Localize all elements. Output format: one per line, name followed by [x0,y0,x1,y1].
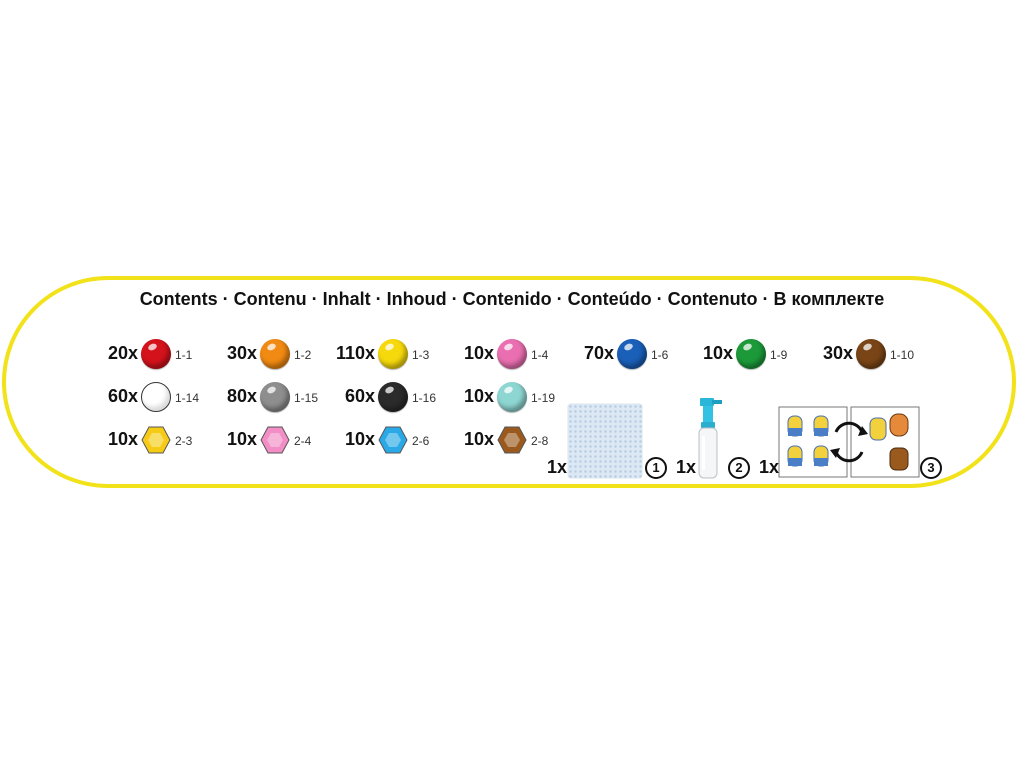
bead-quantity: 80x [226,386,257,406]
item-number-badge: 1 [645,457,667,479]
bead-code: 1-15 [294,391,319,405]
bead-quantity: 10x [463,386,494,406]
bead-code: 2-6 [412,434,430,448]
pegboard-icon [568,404,642,478]
bead-code: 1-4 [531,348,549,362]
bead-code: 1-14 [175,391,200,405]
hex-bead-icon [497,426,527,454]
hex-bead-icon [260,426,290,454]
bead-quantity: 10x [107,429,138,449]
bead-quantity: 10x [463,429,494,449]
spray-bottle-quantity: 1x [676,457,697,477]
bead-swatch [736,339,766,369]
bead-swatch [378,339,408,369]
bead-code: 1-6 [651,348,669,362]
hex-bead-icon [141,426,171,454]
minion-figure-icon [787,415,829,467]
spray-bottle-icon [698,398,722,479]
bead-swatch [141,382,171,412]
bead-code: 1-3 [412,348,430,362]
bead-swatch [617,339,647,369]
bead-quantity: 20x [107,343,138,363]
pegboard-quantity: 1x [547,457,568,477]
swap-arrows-icon [830,421,868,463]
bead-quantity: 10x [344,429,375,449]
template-quantity: 1x [759,457,780,477]
bead-swatch [378,382,408,412]
bead-code: 1-10 [890,348,915,362]
bead-swatch [141,339,171,369]
bead-swatch [497,339,527,369]
bead-quantity: 10x [463,343,494,363]
bead-code: 2-4 [294,434,312,448]
item-number-badge: 3 [920,457,942,479]
bead-swatch [497,382,527,412]
template-sheet-icon [778,406,920,478]
bead-quantity: 10x [702,343,733,363]
bead-quantity: 10x [226,429,257,449]
bead-code: 2-8 [531,434,549,448]
bead-code: 1-16 [412,391,437,405]
contents-frame [2,276,1016,488]
bead-swatch [260,339,290,369]
contents-title: Contents · Contenu · Inhalt · Inhoud · C… [139,289,885,309]
bead-code: 1-9 [770,348,788,362]
bead-code: 2-3 [175,434,193,448]
item-number-badge: 2 [728,457,750,479]
bead-code: 1-1 [175,348,193,362]
bead-quantity: 70x [583,343,614,363]
bead-quantity: 60x [107,386,138,406]
bead-swatch [856,339,886,369]
hex-bead-icon [378,426,408,454]
bead-swatch [260,382,290,412]
bead-quantity: 110x [335,343,375,363]
bead-quantity: 30x [226,343,257,363]
bead-code: 1-2 [294,348,312,362]
bead-quantity: 30x [822,343,853,363]
bead-quantity: 60x [344,386,375,406]
bead-code: 1-19 [531,391,556,405]
